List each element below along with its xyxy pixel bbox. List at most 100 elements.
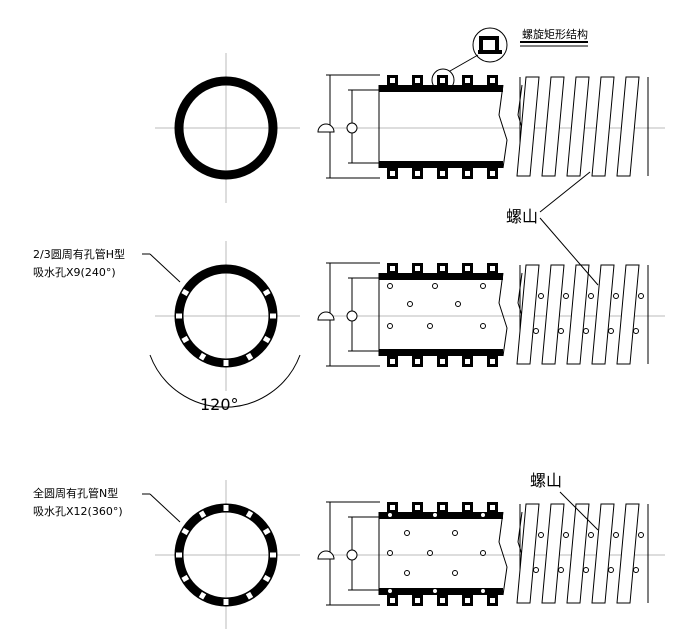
rib-top xyxy=(387,263,398,274)
intake-hole xyxy=(638,293,644,299)
detail-leader xyxy=(449,54,479,72)
intake-hole xyxy=(198,591,207,600)
rib-top xyxy=(487,75,498,86)
pipe-wall-top xyxy=(379,512,503,519)
spiral-rib xyxy=(616,503,640,604)
intake-hole xyxy=(387,283,393,289)
intake-hole xyxy=(245,352,254,361)
intake-hole xyxy=(588,293,594,299)
rib-top xyxy=(387,75,398,86)
rib-bottom xyxy=(487,356,498,367)
rib-bottom xyxy=(387,595,398,606)
intake-hole xyxy=(533,328,539,334)
intake-hole xyxy=(176,552,182,558)
spiral-rib xyxy=(516,503,540,604)
spiral-rib xyxy=(541,503,565,604)
diameter-symbol xyxy=(346,549,358,561)
row3-label-line1: 全圆周有孔管N型 xyxy=(33,486,118,500)
spiral-rib xyxy=(516,76,540,177)
pipe-section-outline xyxy=(378,272,508,357)
detail-circle-small xyxy=(431,68,455,92)
intake-hole xyxy=(613,532,619,538)
intake-hole xyxy=(198,510,207,519)
rib-bottom xyxy=(487,168,498,179)
rib-bottom xyxy=(412,595,423,606)
rib-bottom xyxy=(462,168,473,179)
pipe-wall-bottom xyxy=(379,588,503,595)
intake-hole xyxy=(245,591,254,600)
rib-top xyxy=(412,502,423,513)
rib-bottom xyxy=(412,168,423,179)
rib-bottom xyxy=(387,356,398,367)
intake-hole xyxy=(427,323,433,329)
intake-hole xyxy=(613,293,619,299)
intake-hole xyxy=(432,512,438,518)
rib-top xyxy=(462,502,473,513)
intake-hole xyxy=(563,293,569,299)
intake-hole xyxy=(181,288,190,297)
intake-hole xyxy=(608,328,614,334)
spiral-rib xyxy=(591,503,615,604)
intake-hole xyxy=(262,335,271,344)
intake-hole xyxy=(176,313,182,319)
spiral-rib xyxy=(541,76,565,177)
rib-top xyxy=(462,75,473,86)
intake-hole xyxy=(480,512,486,518)
intake-hole xyxy=(387,323,393,329)
rib-bottom xyxy=(437,356,448,367)
intake-hole xyxy=(387,550,393,556)
intake-hole xyxy=(432,283,438,289)
intake-hole xyxy=(455,301,461,307)
intake-hole xyxy=(452,570,458,576)
rib-top xyxy=(437,263,448,274)
detail-circle-large xyxy=(472,27,508,63)
intake-hole xyxy=(432,588,438,594)
spiral-rib xyxy=(566,503,590,604)
intake-hole xyxy=(198,352,207,361)
rib-bottom xyxy=(462,356,473,367)
rib-label-1: 螺山 xyxy=(506,207,538,226)
intake-hole xyxy=(633,567,639,573)
spiral-rib xyxy=(541,264,565,365)
diameter-symbol xyxy=(317,311,335,321)
diameter-symbol xyxy=(346,122,358,134)
rib-top xyxy=(437,502,448,513)
rib-profile-icon xyxy=(478,36,502,54)
intake-hole xyxy=(223,505,229,511)
rib-top xyxy=(437,75,448,86)
rib-bottom xyxy=(487,595,498,606)
intake-hole xyxy=(404,530,410,536)
rib-top xyxy=(487,502,498,513)
intake-hole xyxy=(558,328,564,334)
intake-hole xyxy=(427,550,433,556)
spiral-rib xyxy=(566,76,590,177)
callout-title: 螺旋矩形结构 xyxy=(522,27,588,41)
spiral-rib xyxy=(591,76,615,177)
intake-hole xyxy=(181,574,190,583)
rib-top xyxy=(387,502,398,513)
intake-hole xyxy=(387,512,393,518)
intake-hole xyxy=(638,532,644,538)
pipe-wall-bottom xyxy=(379,349,503,356)
row2-label-line1: 2/3圆周有孔管H型 xyxy=(33,247,125,261)
intake-hole xyxy=(262,527,271,536)
intake-hole xyxy=(480,550,486,556)
intake-hole xyxy=(558,567,564,573)
spiral-rib xyxy=(516,264,540,365)
pipe-wall-top xyxy=(379,273,503,280)
rib-bottom xyxy=(437,595,448,606)
diameter-symbol xyxy=(317,123,335,133)
pipe-wall-top xyxy=(379,85,503,92)
row2-label-line2: 吸水孔X9(240°) xyxy=(33,266,116,279)
intake-hole xyxy=(223,599,229,605)
intake-hole xyxy=(181,335,190,344)
intake-hole xyxy=(387,588,393,594)
rib-bottom xyxy=(387,168,398,179)
pipe-section-outline xyxy=(378,511,508,596)
intake-hole xyxy=(480,588,486,594)
intake-hole xyxy=(270,552,276,558)
intake-hole xyxy=(223,360,229,366)
spiral-rib xyxy=(616,76,640,177)
